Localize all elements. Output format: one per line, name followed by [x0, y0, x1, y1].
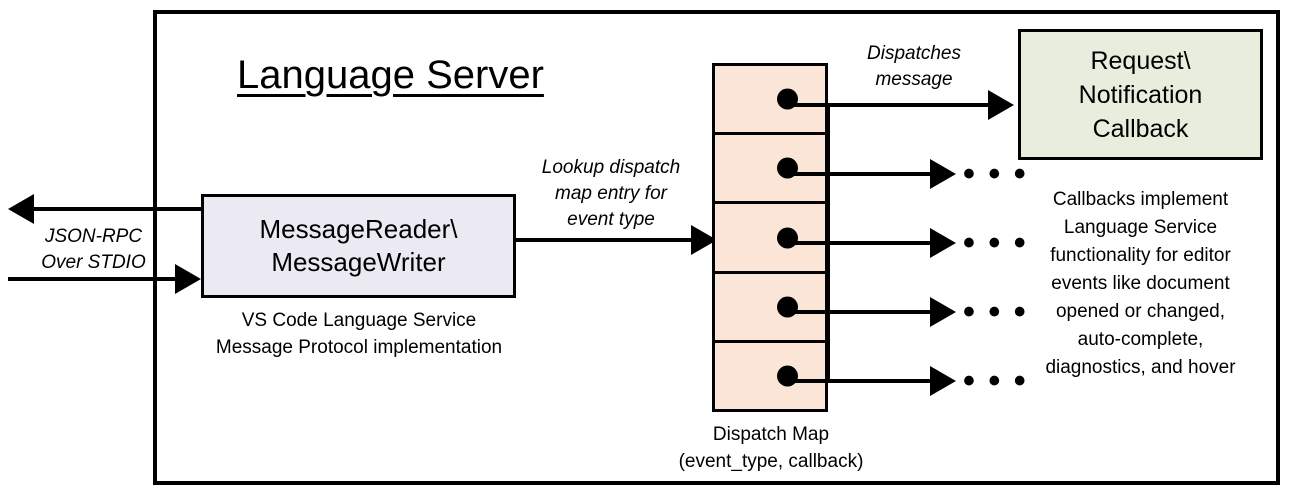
callback-dot-icon [777, 365, 798, 387]
table-row[interactable] [715, 66, 825, 136]
dispatches-message-label-line-2: message [875, 69, 953, 90]
message-reader-caption-line-1: VS Code Language Service [241, 310, 477, 331]
incoming-transport-arrowhead [175, 264, 201, 294]
dispatch-row-2-arrowhead [930, 159, 956, 189]
message-reader-writer-box[interactable]: MessageReader\ MessageWriter [201, 194, 516, 298]
dispatch-row-3-stub [782, 241, 830, 245]
message-writer-label: MessageWriter [271, 247, 446, 277]
callback-box-line-1: Request\ [1090, 46, 1191, 75]
message-reader-caption: VS Code Language Service Message Protoco… [196, 307, 522, 361]
dispatch-row-2-arrow-line [826, 172, 932, 176]
callback-description-line-7: diagnostics, and hover [1045, 357, 1236, 378]
callback-description-line-2: Language Service [1063, 217, 1218, 238]
outgoing-transport-line [34, 207, 204, 211]
request-notification-callback-box[interactable]: Request\ Notification Callback [1018, 29, 1263, 160]
callback-description-line-6: auto-complete, [1077, 329, 1204, 350]
dispatch-row-4-stub [782, 310, 830, 314]
table-row[interactable] [715, 135, 825, 205]
lookup-dispatch-label-line-3: event type [567, 209, 655, 230]
dispatch-row-4-arrowhead [930, 297, 956, 327]
dispatch-row-2-ellipsis: • • • [963, 155, 1028, 193]
callback-description-line-1: Callbacks implement [1052, 189, 1229, 210]
lookup-dispatch-label: Lookup dispatch map entry for event type [518, 155, 704, 233]
dispatches-message-line [826, 103, 990, 107]
table-row[interactable] [715, 204, 825, 274]
dispatches-message-label-line-1: Dispatches [867, 43, 961, 64]
dispatch-row-4-arrow-line [826, 310, 932, 314]
message-reader-label: MessageReader\ [259, 214, 458, 244]
incoming-transport-line [8, 277, 175, 281]
message-reader-caption-line-2: Message Protocol implementation [215, 337, 503, 358]
callback-description-line-4: events like document [1051, 273, 1230, 294]
table-row[interactable] [715, 342, 825, 410]
dispatch-row-1-stub [782, 103, 830, 107]
callback-dot-icon [777, 296, 798, 318]
dispatch-row-3-arrowhead [930, 228, 956, 258]
dispatch-row-5-arrowhead [930, 366, 956, 396]
dispatch-map-caption: Dispatch Map (event_type, callback) [640, 421, 902, 475]
dispatch-row-3-arrow-line [826, 241, 932, 245]
callback-description-line-3: functionality for editor [1050, 245, 1231, 266]
dispatch-map-caption-line-1: Dispatch Map [712, 424, 830, 445]
transport-label-line-1: JSON-RPC [44, 226, 143, 247]
transport-label: JSON-RPC Over STDIO [26, 224, 161, 276]
callback-description: Callbacks implement Language Service fun… [1008, 186, 1273, 382]
dispatch-row-2-stub [782, 172, 830, 176]
table-row[interactable] [715, 273, 825, 343]
callback-box-line-2: Notification [1078, 80, 1203, 109]
dispatch-row-5-stub [782, 379, 830, 383]
outgoing-transport-arrowhead [8, 194, 34, 224]
lookup-dispatch-label-line-1: Lookup dispatch [541, 157, 681, 178]
callback-box-line-3: Callback [1092, 114, 1189, 143]
dispatches-message-label: Dispatches message [838, 41, 990, 93]
page-title: Language Server [237, 53, 544, 97]
lookup-dispatch-line [515, 238, 695, 242]
language-server-boundary [153, 10, 1280, 485]
callback-description-line-5: opened or changed, [1055, 301, 1226, 322]
dispatch-map-caption-line-2: (event_type, callback) [678, 451, 864, 472]
dispatch-row-5-arrow-line [826, 379, 932, 383]
lookup-dispatch-label-line-2: map entry for [555, 183, 667, 204]
dispatches-message-arrowhead [988, 90, 1014, 120]
transport-label-line-2: Over STDIO [41, 252, 146, 273]
dispatch-map-table[interactable] [712, 63, 828, 412]
